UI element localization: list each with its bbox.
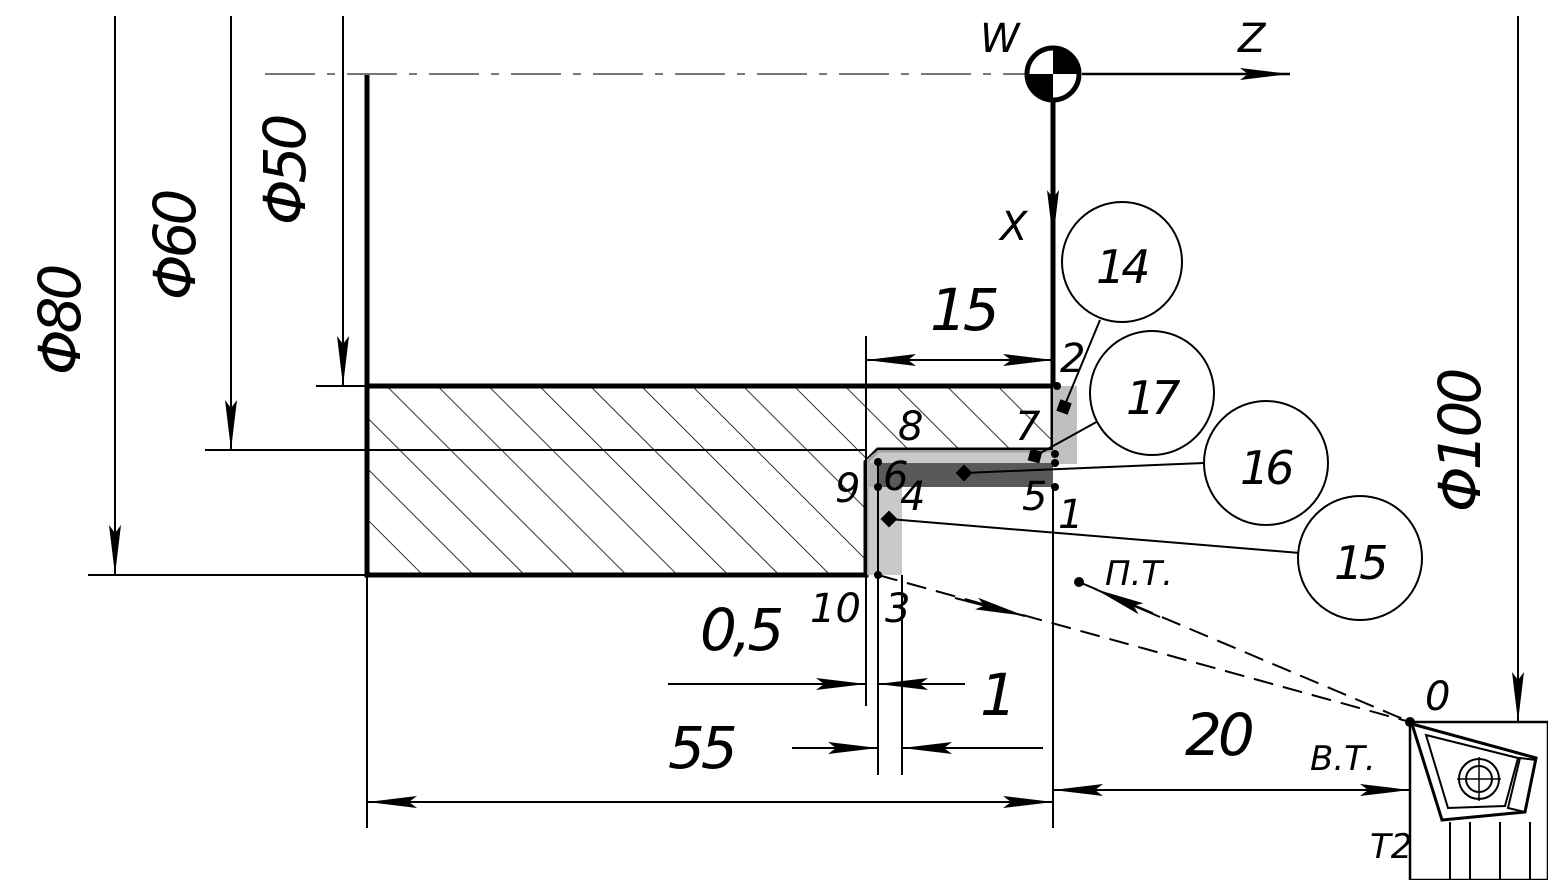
origin-label: W [980, 16, 1021, 62]
label-pt: П.Т. [1105, 554, 1173, 594]
point-4: 4 [900, 474, 925, 520]
point-10: 10 [810, 586, 861, 632]
label-tool: Т2 [1370, 827, 1412, 867]
callout-15: 15 [1334, 536, 1386, 590]
point-0: 0 [1425, 674, 1450, 720]
point-3: 3 [885, 586, 910, 632]
dim-55: 55 [668, 714, 735, 782]
diameter-60: Φ60 [141, 191, 209, 300]
point-1: 1 [1058, 492, 1083, 538]
label-vt: В.Т. [1310, 739, 1376, 779]
dim-20: 20 [1185, 701, 1252, 769]
diameter-dimensions: Φ80 Φ60 Φ50 Φ100 [26, 16, 1548, 723]
point-2: 2 [1060, 336, 1085, 382]
z-axis-label: Z [1237, 16, 1267, 62]
point-6: 6 [883, 454, 908, 500]
dim-1: 1 [980, 661, 1013, 729]
point-8: 8 [898, 404, 923, 450]
point-5: 5 [1022, 474, 1047, 520]
point-7: 7 [1015, 404, 1041, 450]
coordinate-system: W Z X [980, 16, 1290, 386]
callout-17: 17 [1126, 371, 1180, 425]
point-9: 9 [835, 466, 860, 512]
dim-0-5: 0,5 [700, 596, 781, 664]
callouts: 14 17 16 15 [888, 201, 1423, 621]
tool-holder-icon [1408, 720, 1548, 880]
diameter-80: Φ80 [26, 266, 94, 375]
tool-approach-path: П.Т. В.Т. Т2 [877, 554, 1415, 867]
callout-16: 16 [1240, 441, 1293, 495]
dim-15: 15 [930, 276, 997, 344]
diameter-50: Φ50 [251, 116, 319, 225]
x-axis-label: X [998, 204, 1029, 250]
diameter-100: Φ100 [1426, 371, 1494, 512]
callout-14: 14 [1096, 240, 1147, 294]
length-dimensions: 15 0,5 1 55 20 [366, 276, 1411, 828]
